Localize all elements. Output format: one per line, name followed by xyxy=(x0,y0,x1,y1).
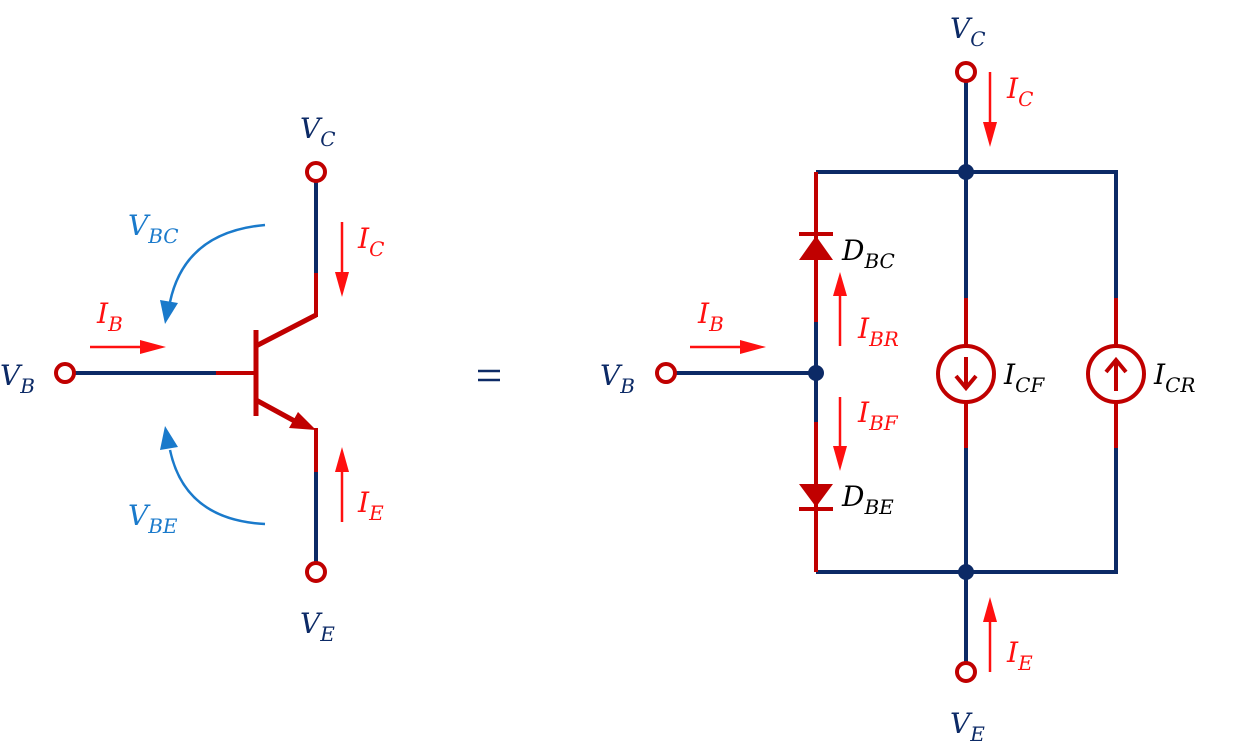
ib-label-right: IB xyxy=(697,297,724,336)
junction-emitter xyxy=(958,564,974,580)
ebers-moll-circuit: VC VB VE IC IE IB IBR IBF DBC DBE ICF IC… xyxy=(600,12,1195,746)
vc-label: VC xyxy=(300,112,336,151)
ic-label: IC xyxy=(357,222,384,261)
current-source-cf-icon xyxy=(936,344,996,404)
ie-label: IE xyxy=(357,486,384,525)
ic-arrow-icon xyxy=(335,222,349,297)
icr-label: ICR xyxy=(1153,358,1195,397)
transistor-circuit: VC VB VE IB IC IE VBC VBE xyxy=(0,112,384,646)
vc-label-right: VC xyxy=(950,12,986,51)
current-source-cr-icon xyxy=(1086,344,1146,404)
dbe-label: DBE xyxy=(841,480,894,519)
ie-arrow-icon xyxy=(335,447,349,522)
collector-terminal[interactable] xyxy=(305,161,327,183)
junction-collector xyxy=(958,164,974,180)
emitter-arrow-icon xyxy=(289,412,316,430)
diode-bc-icon xyxy=(799,232,833,260)
ic-arrow-right-icon xyxy=(983,72,997,147)
ib-label: IB xyxy=(96,297,123,336)
diode-be-icon xyxy=(799,484,833,511)
ibr-arrow-icon xyxy=(833,272,847,346)
equals-sign xyxy=(478,369,500,382)
ib-arrow-icon xyxy=(90,340,166,354)
dbc-label: DBC xyxy=(841,234,895,273)
vbc-arc-icon xyxy=(160,223,266,324)
icf-label: ICF xyxy=(1003,358,1045,397)
ibf-label: IBF xyxy=(857,396,899,435)
vbe-arc-icon xyxy=(160,426,266,526)
vb-label-right: VB xyxy=(600,359,635,398)
emitter-terminal-right[interactable] xyxy=(955,661,977,683)
ibr-label: IBR xyxy=(857,312,899,351)
ve-label-right: VE xyxy=(950,707,985,746)
ib-arrow-right-icon xyxy=(690,340,766,354)
base-terminal-right[interactable] xyxy=(655,362,677,384)
bottom-rail xyxy=(816,447,1118,574)
vbe-label: VBE xyxy=(128,499,178,538)
top-rail xyxy=(816,170,1118,300)
ie-label-right: IE xyxy=(1006,636,1033,675)
collector-diagonal xyxy=(254,312,318,349)
ie-arrow-right-icon xyxy=(983,597,997,672)
ibf-arrow-icon xyxy=(833,397,847,471)
junction-base xyxy=(808,365,824,381)
ic-label-right: IC xyxy=(1006,72,1033,111)
ve-label: VE xyxy=(300,607,335,646)
base-terminal[interactable] xyxy=(54,362,76,384)
vbc-label: VBC xyxy=(128,209,179,248)
collector-terminal-right[interactable] xyxy=(955,61,977,83)
emitter-diagonal xyxy=(254,397,302,427)
emitter-terminal[interactable] xyxy=(305,561,327,583)
vb-label: VB xyxy=(0,359,35,398)
